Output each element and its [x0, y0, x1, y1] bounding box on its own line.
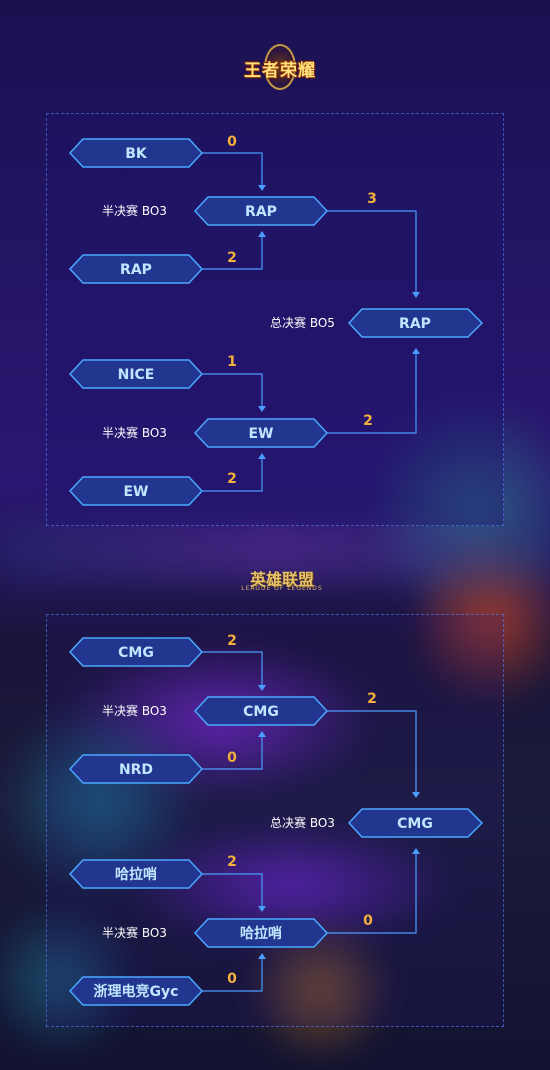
- team-name: 浙理电竞Gyc: [94, 983, 179, 1000]
- connector-line: [327, 710, 417, 794]
- score: 2: [227, 633, 237, 649]
- team-box-nrd[interactable]: [68, 754, 204, 784]
- team-name: CMG: [397, 816, 433, 832]
- bracket-2-arrows: [258, 685, 420, 959]
- score: 2: [227, 854, 237, 870]
- score: 3: [367, 191, 377, 207]
- score: 1: [227, 354, 237, 370]
- team-name: RAP: [245, 204, 277, 220]
- round-label: 半决赛 BO3: [102, 703, 167, 718]
- arrow-down-icon: [412, 292, 420, 298]
- score: 0: [227, 971, 237, 987]
- arrow-down-icon: [258, 406, 266, 412]
- connector-line: [202, 651, 263, 686]
- arrow-down-icon: [258, 685, 266, 691]
- bracket-2-connectors: [202, 651, 417, 992]
- connector-line: [327, 352, 417, 434]
- bracket-1-connectors: [202, 152, 417, 492]
- team-box-bk[interactable]: [68, 138, 204, 168]
- honor-of-kings-logo: 王者荣耀: [238, 44, 322, 90]
- arrow-up-icon: [412, 348, 420, 354]
- logo-text: 王者荣耀: [244, 61, 316, 81]
- team-name: RAP: [399, 316, 431, 332]
- team-name: CMG: [118, 645, 154, 661]
- team-box-ew[interactable]: [68, 476, 204, 506]
- connector-line: [202, 236, 263, 270]
- final-winner-box[interactable]: [347, 308, 484, 338]
- connector-line: [202, 373, 263, 407]
- team-name: NRD: [119, 762, 153, 778]
- final-winner-box[interactable]: [347, 808, 484, 838]
- logo-text: 英雄联盟: [249, 570, 314, 589]
- team-name: NICE: [118, 367, 155, 383]
- connector-line: [202, 458, 263, 492]
- logo-emblem-icon: [264, 44, 296, 90]
- arrow-down-icon: [412, 792, 420, 798]
- round-label: 总决赛 BO3: [270, 815, 335, 830]
- arrow-down-icon: [258, 185, 266, 191]
- connector-line: [202, 958, 263, 992]
- arrow-up-icon: [258, 731, 266, 737]
- semifinal-winner-box[interactable]: [193, 196, 329, 226]
- score: 2: [227, 250, 237, 266]
- round-label: 半决赛 BO3: [102, 425, 167, 440]
- bracket-1: BK RAP RAP NICE EW EW RAP 0 2 3 1 2 2 半决…: [68, 134, 484, 506]
- round-label: 半决赛 BO3: [102, 925, 167, 940]
- semifinal-winner-box[interactable]: [193, 696, 329, 726]
- team-box-halashao[interactable]: [68, 859, 204, 889]
- connector-line: [327, 852, 417, 934]
- connector-line: [327, 210, 417, 294]
- bracket-1-arrows: [258, 185, 420, 459]
- score: 0: [363, 913, 373, 929]
- connector-line: [202, 873, 263, 907]
- team-name: CMG: [243, 704, 279, 720]
- semifinal-winner-box[interactable]: [193, 418, 329, 448]
- arrow-up-icon: [258, 453, 266, 459]
- semifinal-winner-box[interactable]: [193, 918, 329, 948]
- team-name: 哈拉哨: [240, 925, 282, 942]
- team-box-zheli-gyc[interactable]: [68, 976, 204, 1006]
- score: 0: [227, 134, 237, 150]
- score: 2: [227, 471, 237, 487]
- team-name: 哈拉哨: [115, 866, 157, 883]
- connector-line: [202, 736, 263, 770]
- arrow-up-icon: [412, 848, 420, 854]
- team-box-nice[interactable]: [68, 359, 204, 389]
- bracket-2: CMG NRD CMG 哈拉哨 浙理电竞Gyc 哈拉哨 CMG 2 0 2 2 …: [68, 633, 484, 1006]
- team-box-cmg[interactable]: [68, 637, 204, 667]
- arrow-down-icon: [258, 906, 266, 912]
- score: 2: [363, 413, 373, 429]
- score: 2: [367, 691, 377, 707]
- logo-subtext: LEAGUE OF LEGENDS: [241, 585, 323, 592]
- arrow-up-icon: [258, 231, 266, 237]
- score: 0: [227, 750, 237, 766]
- league-of-legends-logo: 英雄联盟 LEAGUE OF LEGENDS: [238, 566, 326, 596]
- connector-line: [202, 152, 263, 186]
- round-label: 总决赛 BO5: [270, 315, 335, 330]
- team-box-rap[interactable]: [68, 254, 204, 284]
- team-name: RAP: [120, 262, 152, 278]
- team-name: EW: [123, 484, 148, 500]
- arrow-up-icon: [258, 953, 266, 959]
- team-name: EW: [248, 426, 273, 442]
- round-label: 半决赛 BO3: [102, 203, 167, 218]
- team-name: BK: [125, 146, 148, 162]
